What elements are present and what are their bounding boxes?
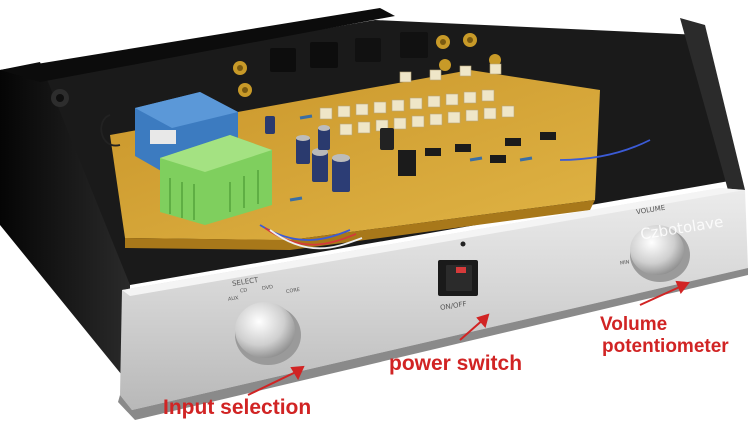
volume-knob (630, 225, 690, 282)
callout-arrows (247, 280, 690, 396)
rear-connectors (51, 32, 501, 107)
input-label-cd: CD (239, 287, 248, 295)
green-transformer (160, 135, 272, 225)
wires (100, 114, 651, 250)
chassis-back-rim (0, 8, 395, 82)
power-switch-callout: power switch (389, 352, 523, 375)
input-selector-knob (235, 302, 301, 365)
pcb-lower-edge (125, 200, 595, 250)
faceplate-top-edge (122, 188, 745, 296)
volume-callout-line1: Volume (600, 314, 668, 335)
chassis-left-wall (0, 62, 130, 385)
input-selection-callout: Input selection (163, 396, 312, 419)
volume-callout-line2: potentiometer (602, 336, 729, 357)
ics (398, 132, 556, 176)
chassis-right-rim (680, 18, 745, 190)
power-switch (438, 241, 478, 296)
film-capacitors (319, 63, 515, 136)
electrolytic-capacitors (265, 116, 394, 192)
